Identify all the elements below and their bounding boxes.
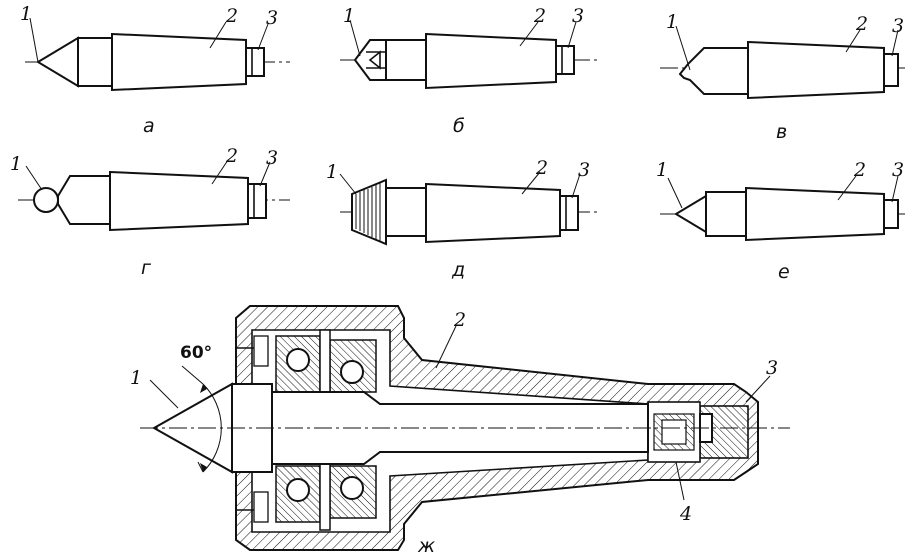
center-variant-v: 1 2 3 в: [660, 11, 905, 143]
caption-a: а: [143, 115, 155, 137]
label-shank-end: 3: [578, 159, 590, 181]
label-tip: 1: [20, 3, 32, 25]
label-taper: 2: [853, 159, 866, 181]
caption-g: г: [141, 257, 152, 279]
caption-e: е: [778, 261, 790, 283]
label-tip: 1: [326, 161, 338, 183]
label-tip: 1: [10, 153, 22, 175]
caption-d: д: [451, 259, 465, 281]
label-shank-end: 3: [766, 357, 778, 379]
label-taper: 2: [533, 5, 546, 27]
center-variant-b: 1 2 3 б: [340, 5, 600, 137]
label-shank-end: 3: [892, 159, 904, 181]
label-shank-end: 3: [266, 7, 278, 29]
label-shank-end: 3: [572, 5, 584, 27]
label-tip: 1: [666, 11, 678, 33]
label-shank-end: 3: [266, 147, 278, 169]
center-variant-a: 1 2 3 а: [20, 3, 290, 137]
center-variant-g: 1 2 3 г: [10, 145, 290, 279]
label-taper: 2: [855, 13, 868, 35]
label-nut: 4: [679, 503, 692, 525]
label-shank-end: 3: [892, 15, 904, 37]
caption-zh: ж: [417, 535, 435, 557]
label-taper: 2: [535, 157, 548, 179]
angle-label: 60°: [180, 343, 212, 363]
label-tip: 1: [130, 367, 142, 389]
live-center-section: 60° 1 2 3 4 ж: [130, 305, 790, 557]
label-taper: 2: [225, 5, 238, 27]
caption-v: в: [776, 121, 787, 143]
label-taper: 2: [453, 309, 466, 331]
label-tip: 1: [343, 5, 355, 27]
center-variant-e: 1 2 3 е: [656, 159, 905, 283]
label-taper: 2: [225, 145, 238, 167]
caption-b: б: [453, 115, 465, 137]
label-tip: 1: [656, 159, 668, 181]
center-variant-d: 1 2 3 д: [326, 157, 600, 281]
